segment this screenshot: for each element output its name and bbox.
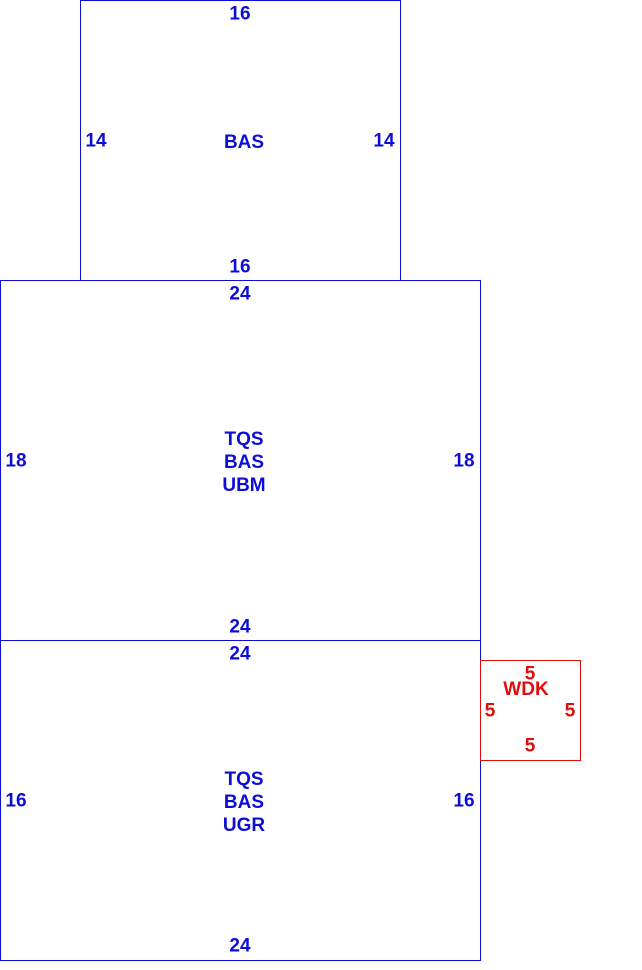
area-upper-code: BAS bbox=[223, 132, 265, 153]
area-deck-dim-right: 5 bbox=[564, 700, 576, 722]
area-lower-code-2: BAS bbox=[223, 792, 265, 813]
area-upper-codes: BAS bbox=[224, 131, 264, 154]
area-upper-dim-bottom: 16 bbox=[229, 256, 251, 278]
area-upper-dim-left: 14 bbox=[85, 130, 107, 152]
area-middle-code-2: BAS bbox=[223, 452, 265, 473]
area-deck-codes: WDK bbox=[503, 678, 548, 701]
area-lower-code-3: UGR bbox=[222, 815, 266, 836]
area-middle-dim-bottom: 24 bbox=[229, 616, 251, 638]
area-middle-dim-top: 24 bbox=[229, 283, 251, 305]
area-lower-dim-left: 16 bbox=[5, 790, 27, 812]
area-lower-code-1: TQS bbox=[224, 769, 264, 790]
area-middle-codes: TQS BAS UBM bbox=[222, 428, 265, 497]
area-deck-code: WDK bbox=[503, 679, 549, 700]
area-lower-codes: TQS BAS UGR bbox=[223, 768, 265, 837]
area-middle-dim-left: 18 bbox=[5, 450, 27, 472]
area-lower-dim-bottom: 24 bbox=[229, 935, 251, 957]
area-upper-dim-right: 14 bbox=[373, 130, 395, 152]
area-lower-dim-top: 24 bbox=[229, 643, 251, 665]
area-middle-dim-right: 18 bbox=[453, 450, 475, 472]
area-middle-code-1: TQS bbox=[224, 429, 264, 450]
area-deck-dim-top: 5 bbox=[524, 663, 536, 685]
area-lower-outline bbox=[0, 640, 481, 961]
area-middle-code-3: UBM bbox=[222, 475, 266, 496]
area-deck-outline bbox=[480, 660, 581, 761]
area-upper-dim-top: 16 bbox=[229, 3, 251, 25]
area-deck-dim-bottom: 5 bbox=[524, 735, 536, 757]
area-lower-dim-right: 16 bbox=[453, 790, 475, 812]
area-deck-dim-left: 5 bbox=[484, 700, 496, 722]
